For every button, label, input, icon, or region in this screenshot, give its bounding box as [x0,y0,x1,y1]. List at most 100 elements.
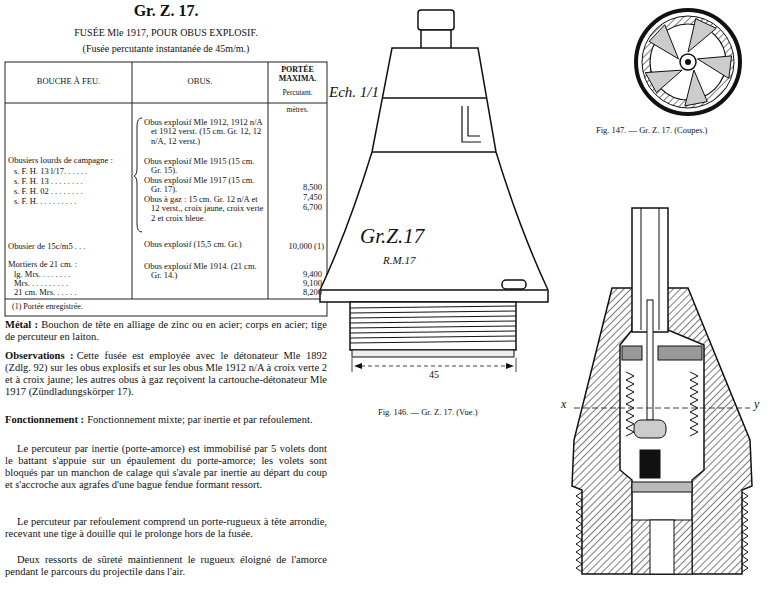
table-header: Percutant. [282,88,312,97]
text-block: Obus explosif Mle 1914. (21 cm. Gr. 14.) [144,262,266,281]
shutter [645,70,682,93]
body-text: Fonctionnement mixte; par inertie et par… [87,414,312,425]
primer [640,450,660,478]
text-block: (Fusée percutante instantanée de 45m/m.) [5,43,327,55]
text-block: PORTÉE MAXIMA. [268,66,327,84]
text-block: Obus explosif Mle 1915 (15 cm. Gr. 15). [144,157,266,176]
table-rule [132,62,133,299]
range-table [5,62,327,316]
table-cell: 21 cm. Mrs. . . . . . [14,287,76,297]
dimension-value: 45 [429,369,439,380]
table-cell: s. F. H. 02 . . . . . . . . [14,186,83,196]
table-cell: Obus explosif Mle 1915 (15 cm. Gr. 15). [144,156,255,175]
outer-ring [636,10,740,114]
text-block: Percutant. [268,89,327,98]
table-rule [5,299,327,300]
text-block: Obusiers lourds de campagne : [8,156,130,166]
table-header: OBUS. [188,76,213,86]
text-block: Obus explosif Mle 1917 (15 cm. Gr. 17). [144,176,266,195]
text-block: (1) Portée enregistrée. [12,302,312,311]
table-cell: Obus explosif Mle 1914. (21 cm. Gr. 14.) [144,261,257,280]
text-block: Obus explosif (15,5 cm. Gr.) [144,240,266,249]
small-plate [502,280,526,289]
text-block: Obusier de 15c/m5 . . . [8,242,130,252]
text-block: OBUS. [132,77,268,87]
shutter-part [622,346,642,360]
text-block: Fig. 146. — Gr. Z. 17. (Vue.) [378,408,556,418]
head-cap [418,10,454,30]
range-value: 8,200 [303,287,322,297]
range-value: 6,700 [303,202,322,212]
body-text: Deux ressorts de sûreté maintiennent le … [5,554,327,577]
footnote: (1) Portée enregistrée. [12,302,83,311]
range-value: 10,000 (1) [289,241,324,251]
subtitle: (Fusée percutante instantanée de 45m/m.) [83,43,250,54]
fuze-section [572,208,752,574]
stem [421,30,451,50]
text-block: Mortiers de 21 cm. : [8,260,130,270]
table-header: PORTÉE MAXIMA. [279,65,317,83]
range-value: 9,100 [303,278,322,288]
table-cell: Obus explosif (15,5 cm. Gr.) [144,239,242,249]
body-text: Bouchon de tête en alliage de zinc ou en… [5,319,327,342]
section-heading: Métal : [5,319,38,330]
base-band [352,350,514,357]
text-block: Fig. 147. — Gr. Z. 17. (Coupes.) [596,126,768,136]
firing-rod [647,300,653,420]
text-block: Le percuteur par inertie (porte-amorce) … [5,443,327,491]
text-block: 45 [414,369,454,381]
arrowhead [354,363,514,369]
text-block: Fonctionnement :Fonctionnement mixte; pa… [5,414,327,426]
unit: mètres. [287,105,309,114]
text-block: 21 cm. Mrs. . . . . . [14,288,128,298]
text-block: 6,700 [272,203,322,213]
table-rule [5,103,327,104]
title: Gr. Z. 17. [134,2,199,19]
text-block: y [754,398,764,412]
text-block: Ech. 1/1 [329,84,399,101]
hub [680,54,696,70]
thread-lines [350,306,516,343]
body-line [372,151,496,153]
table-cell: Obus explosif Mle 1912, 1912 n/A et 1912… [144,117,262,146]
shutter [698,56,732,79]
scale-note: Ech. 1/1 [329,84,379,100]
table-cell: Obusier de 15c/m5 . . . [8,241,85,251]
shutter [688,19,716,52]
table-cell: Obusiers lourds de campagne : [8,155,113,165]
shutter [649,25,678,59]
table-cell: s. F. H. 13 . . . . . . . . [14,176,83,186]
plug-bore [650,520,674,574]
text-block: s. F. H. 13 l/17. . . . . . [14,167,128,177]
text-block: FUSÉE Mle 1917, POUR OBUS EXPLOSIF. [5,27,327,39]
body-text: Le percuteur par inertie (porte-amorce) … [5,443,327,490]
dimension-line [361,366,507,367]
table-header: BOUCHE À FEU. [37,76,101,86]
section-letter: y [754,397,759,411]
text-block: s. F. H. 02 . . . . . . . . [14,187,128,197]
text-block: s. F. H. . . . . . . . . . [14,197,128,207]
table-rule [268,62,269,299]
text-block: s. F. H. 13 . . . . . . . . [14,177,128,187]
brace [134,118,142,232]
fuze-elevation [320,10,548,372]
text-block: Deux ressorts de sûreté maintiennent le … [5,554,327,578]
table-cell: Mrs. . . . . . . . . . [14,278,68,288]
text-block: Obus à gaz : 15 cm. Gr. 12 n/A et 12 ver… [144,195,266,223]
shutter-section [636,10,740,114]
range-value: 7,450 [303,192,322,202]
table-cell: Obus à gaz : 15 cm. Gr. 12 n/A et 12 ver… [144,194,263,223]
fuze-marking: R.M.17 [383,254,415,266]
text-block: Le percuteur par refoulement comprend un… [5,516,327,540]
table-cell: s. F. H. . . . . . . . . . [14,196,76,206]
table-cell: s. F. H. 13 l/17. . . . . . [14,166,87,176]
text-block: 8,500 [272,183,322,193]
hatched-ring [642,16,734,108]
text-block: 8,200 [272,288,322,298]
text-block: Obus explosif Mle 1912, 1912 n/A et 1912… [144,118,266,146]
range-value: 9,400 [303,269,322,279]
fuze-body [320,48,548,302]
striker-head [634,420,666,438]
section-letter: x [561,397,566,411]
